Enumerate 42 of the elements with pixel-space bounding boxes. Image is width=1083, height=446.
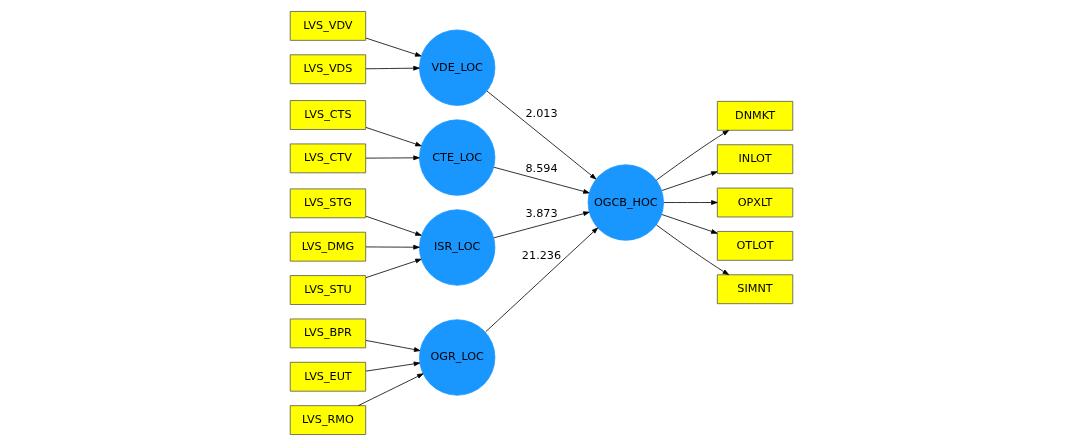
node-circle: ISR_LOC [419, 209, 496, 286]
arrow [365, 258, 422, 278]
arrow [365, 244, 420, 250]
node-box: LVS_BPR [289, 318, 367, 349]
arrow [493, 166, 590, 194]
node-box: LVS_CTV [289, 143, 367, 174]
arrow [365, 155, 420, 161]
edge-label: 3.873 [525, 207, 558, 221]
edge-label: 2.013 [525, 106, 558, 120]
arrow [661, 171, 718, 191]
node-box: LVS_DMG [289, 231, 367, 262]
arrow [365, 37, 422, 57]
arrow [365, 361, 421, 372]
arrow [357, 373, 424, 406]
arrow [661, 214, 718, 234]
arrow [365, 215, 422, 236]
node-box: OPXLT [716, 187, 794, 218]
node-box: INLOT [716, 144, 794, 175]
edge-label: 21.236 [521, 248, 562, 262]
node-box: LVS_RMO [289, 405, 367, 435]
node-circle: CTE_LOC [419, 119, 496, 196]
arrow [493, 211, 590, 239]
node-box: LVS_STU [289, 275, 367, 305]
node-box: LVS_VDV [289, 11, 367, 41]
arrow [486, 90, 597, 180]
arrow [655, 130, 730, 181]
node-box: LVS_CTS [289, 100, 367, 130]
arrow [485, 227, 599, 333]
node-circle: OGR_LOC [419, 319, 496, 396]
node-box: SIMNT [716, 274, 794, 305]
node-box: LVS_VDS [289, 54, 367, 85]
arrow [365, 65, 420, 71]
node-box: DNMKT [716, 100, 794, 131]
node-box: LVS_STG [289, 188, 367, 219]
arrow [365, 127, 422, 147]
node-box: LVS_EUT [289, 361, 367, 392]
arrow [663, 200, 718, 205]
node-circle: VDE_LOC [419, 29, 496, 106]
arrow [655, 224, 730, 275]
node-box: OTLOT [716, 231, 794, 261]
arrow [365, 340, 421, 352]
edge-label: 8.594 [525, 162, 558, 176]
